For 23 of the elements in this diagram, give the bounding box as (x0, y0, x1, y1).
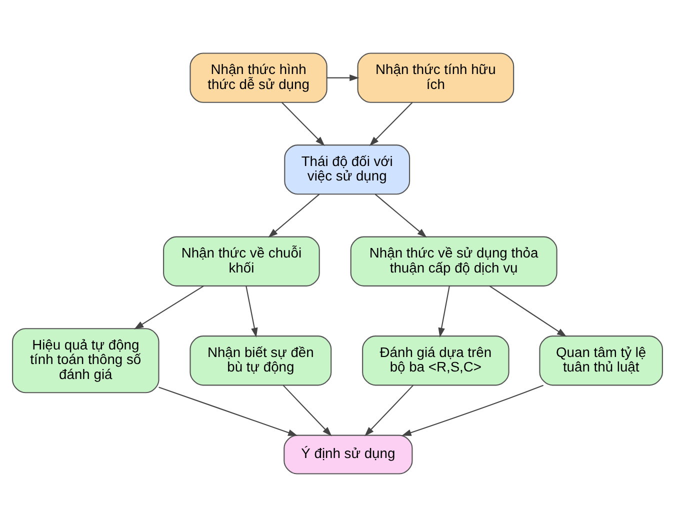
node-box: Nhận thức tính hữu ích (357, 52, 514, 102)
arrow (438, 285, 450, 337)
node-box: Quan tâm tỷ lệ tuân thủ luật (539, 335, 663, 386)
arrow (268, 193, 320, 238)
node-box: Đánh giá dựa trên bộ ba <R,S,C> (362, 335, 510, 386)
node-box: Nhận thức về sử dụng thỏa thuận cấp độ dịch vụ (350, 236, 558, 286)
arrow (369, 102, 413, 146)
arrow (364, 384, 414, 436)
arrow (134, 284, 204, 329)
arrow (282, 384, 332, 436)
arrow (402, 384, 544, 436)
arrow (489, 285, 567, 336)
arrow (327, 74, 360, 81)
arrow (158, 386, 298, 436)
node-box: Hiệu quả tự động tính toán thông số đánh giá (12, 328, 160, 393)
node-box: Ý định sử dụng (284, 434, 413, 474)
node-box: Nhận thức hình thức dễ sử dụng (190, 52, 328, 102)
node-box: Thái độ đối với việc sử dụng (284, 144, 410, 194)
arrow (281, 102, 325, 146)
node-box: Nhận thức về chuỗi khối (163, 236, 320, 286)
arrow (374, 193, 427, 238)
node-box: Nhận biết sự đền bù tự động (190, 335, 332, 386)
arrow (246, 285, 258, 337)
